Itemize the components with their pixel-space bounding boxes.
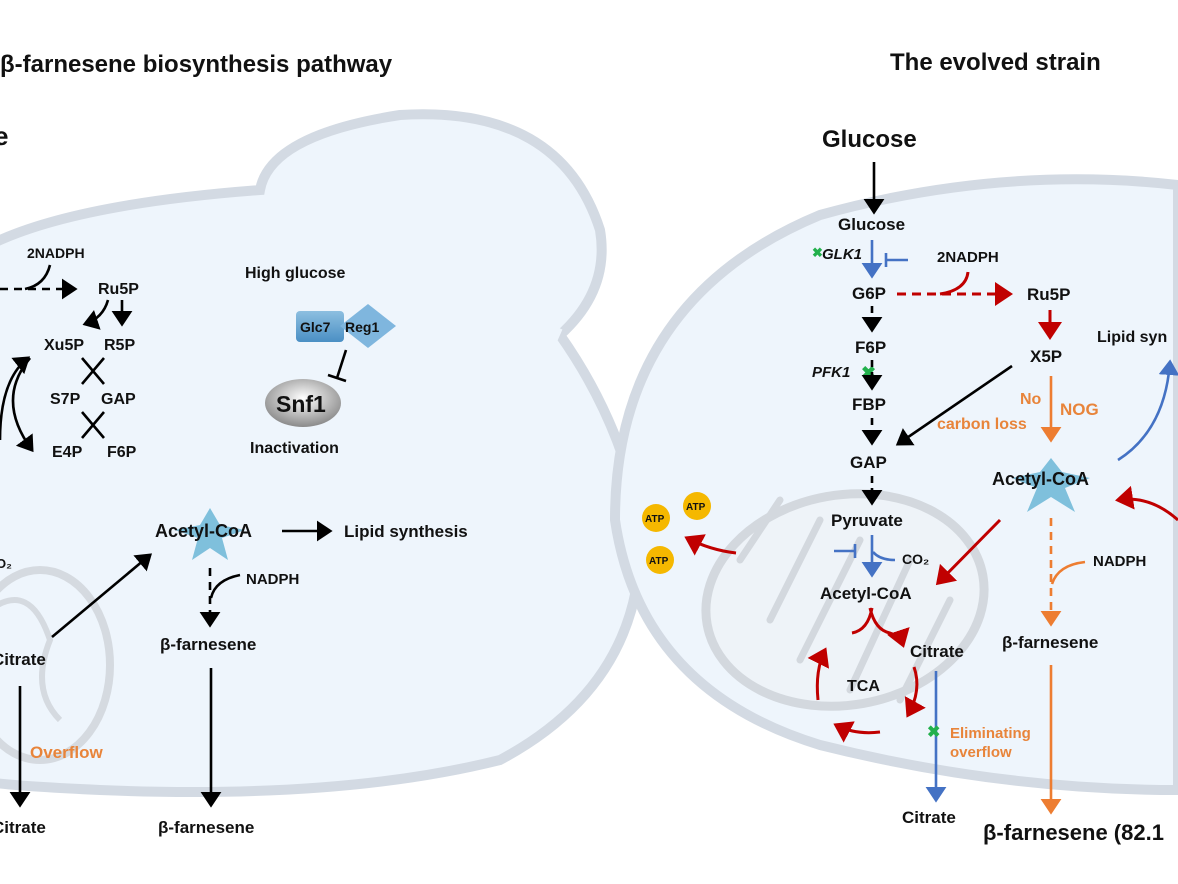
left-e4p: E4P <box>52 444 83 461</box>
snf1-label: Snf1 <box>276 391 326 417</box>
right-carbon-loss-label: carbon loss <box>937 416 1027 433</box>
right-glk1: GLK1 <box>822 246 862 263</box>
left-farnesene-inner: β-farnesene <box>160 635 256 654</box>
left-citrate-outer: Citrate <box>0 818 46 837</box>
right-glucose-inner: Glucose <box>838 215 905 234</box>
atp-icon <box>642 504 670 532</box>
left-farnesene-outer: β-farnesene <box>158 818 254 837</box>
right-tca-arrow-2 <box>833 721 881 743</box>
right-x5p: X5P <box>1030 347 1062 366</box>
right-cyto-to-mito-arrow <box>935 518 1002 586</box>
right-no-label: No <box>1020 391 1042 408</box>
atp-2: ATP <box>686 502 706 513</box>
right-nadph-inhibition <box>884 253 908 267</box>
glc7-label: Glc7 <box>300 319 331 335</box>
reg1-label: Reg1 <box>345 319 379 335</box>
right-acetyl-lipid-arrow <box>1117 359 1178 462</box>
right-tca-arrow-3 <box>807 647 830 701</box>
left-cell <box>0 109 646 797</box>
left-inactivation: Inactivation <box>250 440 339 457</box>
mitochondrion-left <box>0 566 114 764</box>
right-oaa-branch <box>851 607 874 635</box>
left-title: β-farnesene biosynthesis pathway <box>0 51 393 78</box>
atp-icon <box>683 492 711 520</box>
right-acetyl-citrate-arrow <box>868 607 910 648</box>
right-tca: TCA <box>847 678 880 695</box>
left-co2-fragment: O₂ <box>0 556 12 571</box>
right-tca-arrow-1 <box>904 666 926 718</box>
atp-3: ATP <box>649 556 669 567</box>
left-nadph-branch <box>24 264 52 291</box>
right-gap: GAP <box>850 453 887 472</box>
right-acetyl-coa-cyto: Acetyl-CoA <box>992 469 1089 489</box>
right-co2-branch <box>872 551 896 562</box>
right-g6p: G6P <box>852 284 886 303</box>
right-lipid-synthesis: Lipid syn <box>1097 329 1167 346</box>
atp-icon <box>646 546 674 574</box>
right-farnesene-inner: β-farnesene <box>1002 633 1098 652</box>
left-curve-arrow-up <box>0 356 31 441</box>
right-glucose-outer: Glucose <box>822 126 917 153</box>
right-nog-label: NOG <box>1060 400 1099 419</box>
atp-1: ATP <box>645 514 665 525</box>
right-nadph-branch-2 <box>1050 560 1086 585</box>
right-eliminating-label: Eliminating <box>950 725 1031 742</box>
pfk1-knockout-icon: ✖ <box>861 363 876 383</box>
right-nadph: NADPH <box>1093 553 1146 570</box>
left-subtitle: e <box>0 121 8 151</box>
left-transketolase-x2 <box>81 411 105 439</box>
citrate-knockout-icon: ✖ <box>927 724 940 741</box>
left-citrate-to-acetyl-arrow <box>51 553 152 638</box>
right-acetyl-coa-mito: Acetyl-CoA <box>820 584 912 603</box>
snf1-shape <box>265 379 341 427</box>
left-lipid-synthesis: Lipid synthesis <box>344 522 468 541</box>
acetyl-coa-star <box>175 508 245 560</box>
right-overflow-label: overflow <box>950 744 1012 761</box>
right-x5p-gap-arrow <box>895 364 1013 446</box>
right-acetyl-coa-star <box>1012 458 1090 512</box>
right-acetyl-input-arrow <box>1115 485 1178 522</box>
glc7-shape <box>296 311 344 342</box>
inhibition-bar <box>327 349 348 383</box>
right-title: The evolved strain <box>890 49 1101 76</box>
right-ru5p: Ru5P <box>1027 285 1070 304</box>
left-2nadph: 2NADPH <box>27 245 85 261</box>
right-citrate-outer: Citrate <box>902 808 956 827</box>
left-acetyl-coa: Acetyl-CoA <box>155 521 252 541</box>
right-f6p: F6P <box>855 338 886 357</box>
left-nadph-branch-2 <box>209 573 241 599</box>
right-nadph-branch <box>939 271 970 296</box>
glk1-knockout-icon: ✖ <box>812 245 823 260</box>
right-farnesene-outer: β-farnesene (82.1 <box>983 820 1164 845</box>
right-2nadph: 2NADPH <box>937 249 999 266</box>
left-f6p: F6P <box>107 444 137 461</box>
mitochondrion-right <box>701 489 989 711</box>
left-high-glucose: High glucose <box>245 265 346 282</box>
right-pfk1: PFK1 <box>812 364 850 381</box>
right-cell <box>609 174 1178 796</box>
atp-group: ATP ATP ATP <box>642 492 711 574</box>
right-pdh-inhibition <box>834 544 857 558</box>
right-citrate-inner: Citrate <box>910 642 964 661</box>
left-r5p: R5P <box>104 337 135 354</box>
right-fbp: FBP <box>852 395 886 414</box>
left-xu5p: Xu5P <box>44 337 84 354</box>
left-gap: GAP <box>101 391 136 408</box>
left-overflow-label: Overflow <box>30 743 104 762</box>
reg1-shape <box>340 304 396 348</box>
right-atp-arrow <box>684 534 737 556</box>
left-ru5p: Ru5P <box>98 281 139 298</box>
right-co2: CO₂ <box>902 551 929 567</box>
left-citrate-inner: Citrate <box>0 650 46 669</box>
left-ru5p-xu5p-arrow <box>82 299 110 330</box>
left-transketolase-x1 <box>81 357 105 385</box>
left-nadph: NADPH <box>246 571 299 588</box>
right-pyruvate: Pyruvate <box>831 511 903 530</box>
left-s7p: S7P <box>50 391 81 408</box>
